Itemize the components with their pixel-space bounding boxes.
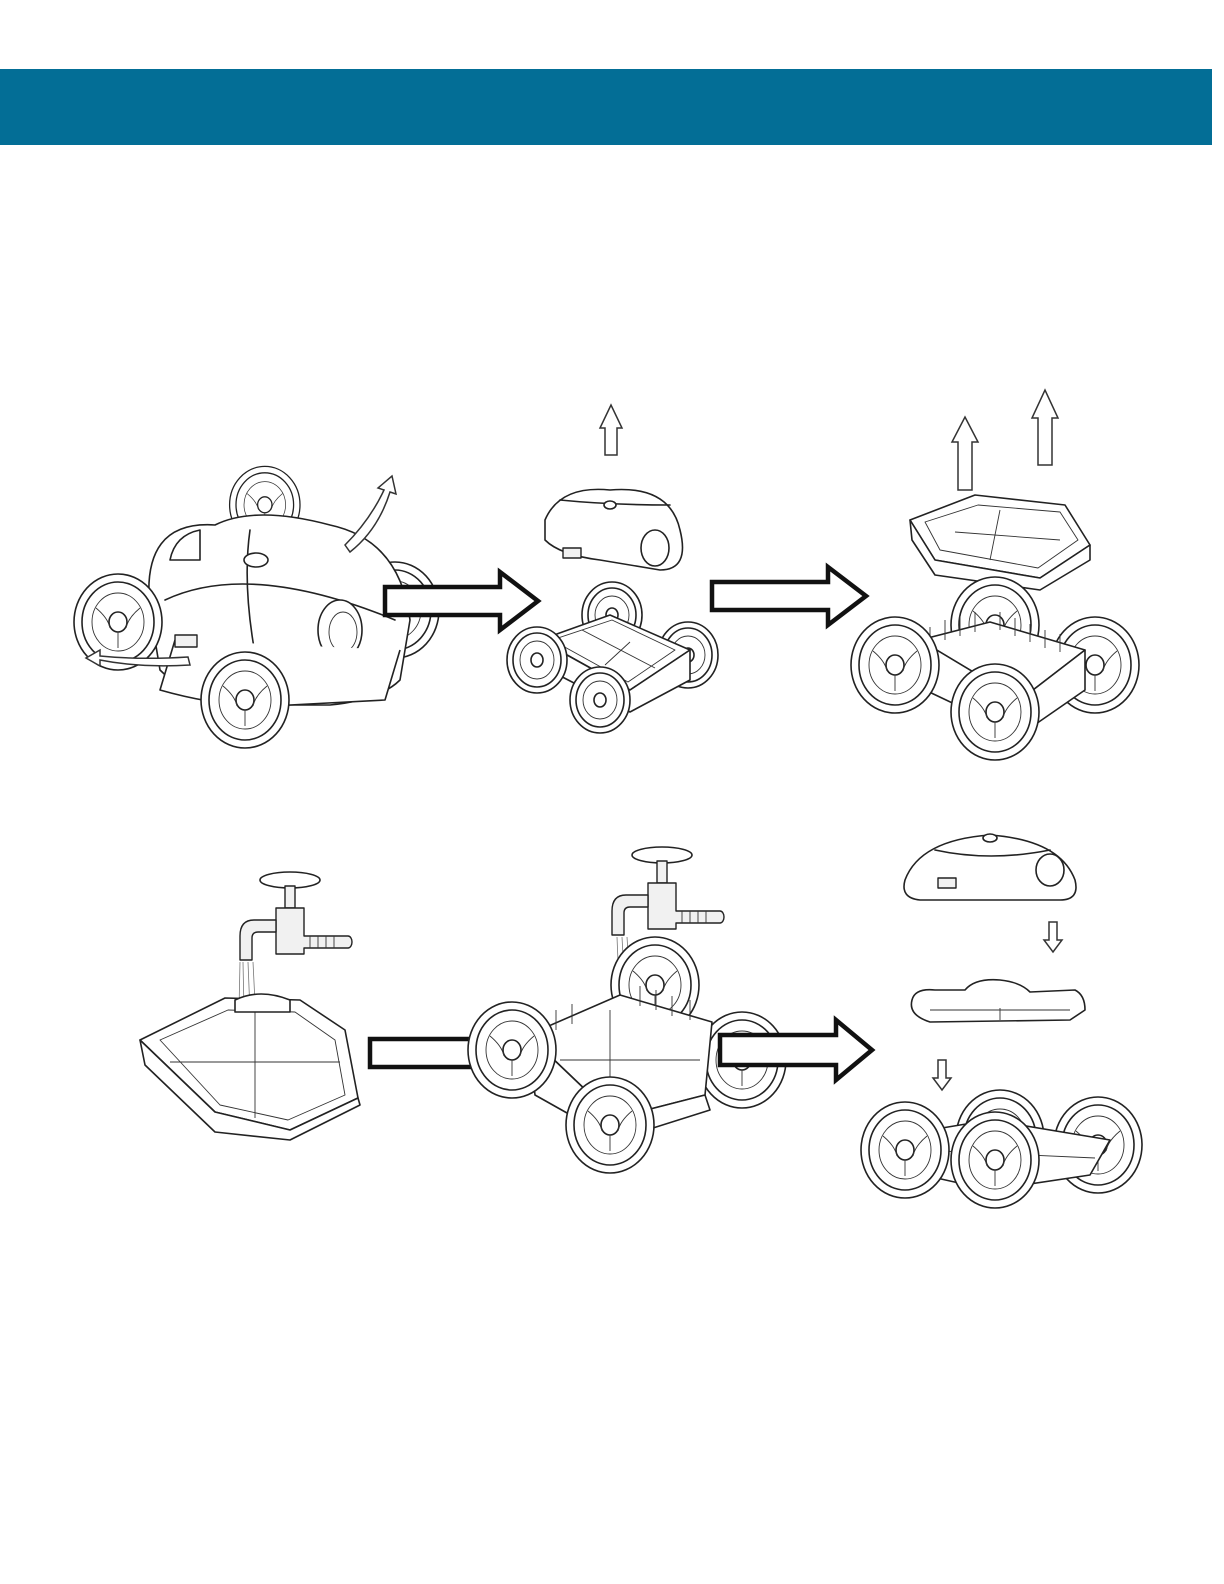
arrow-right-icon xyxy=(712,567,866,625)
step-4-rinse-basket-icon xyxy=(140,872,360,1140)
step-2-cover-icon xyxy=(507,405,718,733)
step-3-basket-icon xyxy=(851,390,1139,760)
step-6-reassemble-icon xyxy=(861,834,1142,1208)
step-5-rinse-chassis-icon xyxy=(468,847,786,1173)
